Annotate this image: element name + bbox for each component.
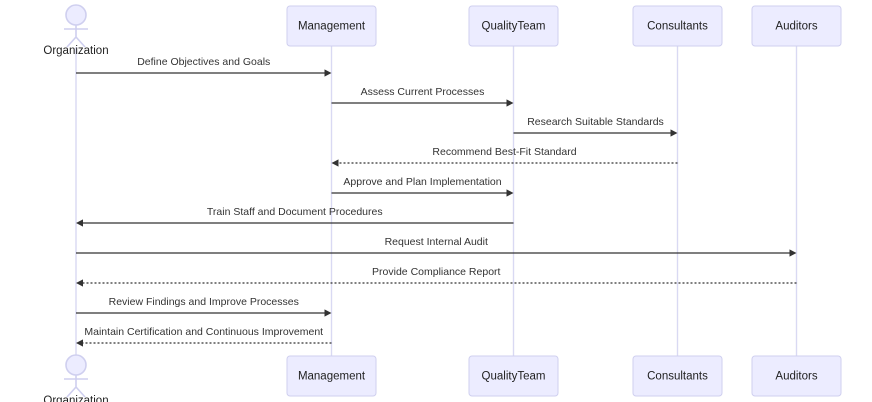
participant-auditors-top[interactable]: Auditors: [751, 5, 842, 47]
message-label: Request Internal Audit: [385, 236, 488, 248]
message-1[interactable]: Assess Current Processes: [331, 86, 514, 107]
participant-box-rect: [751, 355, 842, 397]
message-arrowhead-icon: [506, 99, 514, 107]
actor-head-icon: [65, 4, 87, 26]
participant-management-top[interactable]: Management: [286, 5, 377, 47]
message-arrowhead-icon: [789, 249, 797, 257]
message-arrowhead-icon: [331, 159, 339, 167]
message-label: Research Suitable Standards: [527, 116, 664, 128]
participant-consultants-bottom[interactable]: Consultants: [632, 355, 723, 397]
message-label: Define Objectives and Goals: [137, 56, 270, 68]
message-2[interactable]: Research Suitable Standards: [513, 116, 678, 137]
message-label: Approve and Plan Implementation: [343, 176, 501, 188]
participant-box-rect: [286, 5, 377, 47]
message-label: Maintain Certification and Continuous Im…: [84, 326, 323, 338]
participant-label: Consultants: [647, 21, 708, 33]
participant-management-bottom[interactable]: Management: [286, 355, 377, 397]
participant-label: Auditors: [775, 371, 817, 383]
message-label: Train Staff and Document Procedures: [207, 206, 383, 218]
participant-label: Auditors: [775, 21, 817, 33]
message-8[interactable]: Review Findings and Improve Processes: [76, 296, 332, 317]
participant-label: Management: [298, 371, 366, 383]
participant-label: Management: [298, 21, 366, 33]
participant-consultants-top[interactable]: Consultants: [632, 5, 723, 47]
message-label: Provide Compliance Report: [372, 266, 500, 278]
message-7[interactable]: Provide Compliance Report: [76, 266, 797, 287]
participants-layer: OrganizationOrganizationManagementManage…: [43, 4, 842, 402]
actor-label: Organization: [43, 395, 108, 402]
message-6[interactable]: Request Internal Audit: [76, 236, 797, 257]
participant-box-rect: [468, 5, 559, 47]
message-arrowhead-icon: [76, 219, 83, 227]
participant-label: Consultants: [647, 371, 708, 383]
participant-box-rect: [632, 355, 723, 397]
participant-box-rect: [468, 355, 559, 397]
actor-organization-bottom[interactable]: Organization: [43, 354, 109, 402]
actor-body-icon: [64, 25, 88, 48]
message-3[interactable]: Recommend Best-Fit Standard: [331, 146, 678, 167]
actor-label: Organization: [43, 45, 108, 57]
message-arrowhead-icon: [324, 69, 332, 77]
actor-organization-top[interactable]: Organization: [43, 4, 109, 57]
message-arrowhead-icon: [324, 309, 332, 317]
participant-label: QualityTeam: [482, 21, 546, 33]
message-9[interactable]: Maintain Certification and Continuous Im…: [76, 326, 332, 347]
lifelines-layer: [75, 46, 798, 356]
message-4[interactable]: Approve and Plan Implementation: [331, 176, 514, 197]
message-arrowhead-icon: [76, 279, 83, 287]
message-label: Recommend Best-Fit Standard: [432, 146, 576, 158]
participant-box-rect: [632, 5, 723, 47]
actor-body-icon: [64, 375, 88, 398]
participant-label: QualityTeam: [482, 371, 546, 383]
message-label: Assess Current Processes: [361, 86, 485, 98]
participant-qualityteam-bottom[interactable]: QualityTeam: [468, 355, 559, 397]
message-5[interactable]: Train Staff and Document Procedures: [76, 206, 514, 227]
message-arrowhead-icon: [506, 189, 514, 197]
actor-head-icon: [65, 354, 87, 376]
message-0[interactable]: Define Objectives and Goals: [76, 56, 332, 77]
participant-qualityteam-top[interactable]: QualityTeam: [468, 5, 559, 47]
participant-box-rect: [286, 355, 377, 397]
message-arrowhead-icon: [76, 339, 83, 347]
message-arrowhead-icon: [670, 129, 678, 137]
participant-auditors-bottom[interactable]: Auditors: [751, 355, 842, 397]
participant-box-rect: [751, 5, 842, 47]
message-label: Review Findings and Improve Processes: [109, 296, 299, 308]
